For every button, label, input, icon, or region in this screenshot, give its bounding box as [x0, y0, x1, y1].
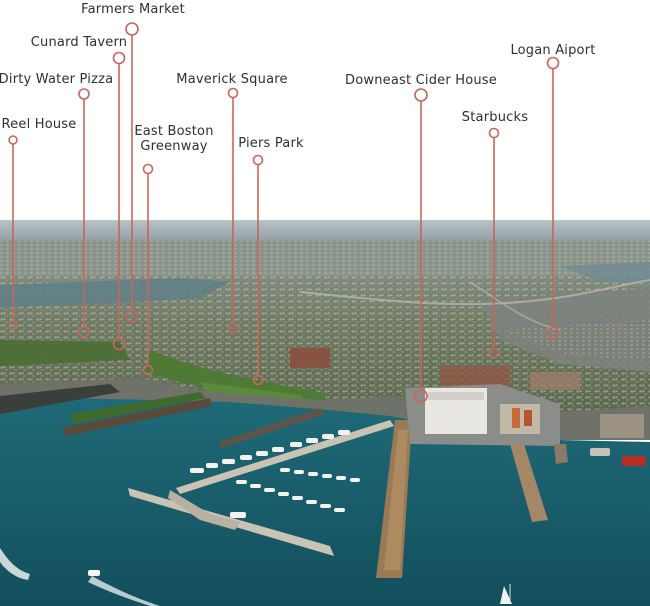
boat-wake-left: [0, 548, 30, 580]
pin-starbucks[interactable]: [488, 127, 500, 359]
left-pier: [0, 384, 120, 414]
pin-head-dirty-water-pizza: [78, 88, 90, 100]
label-east-boston-greenway[interactable]: East Boston Greenway: [134, 124, 214, 154]
boat-wake-bottom: [88, 576, 160, 606]
shipyard: [405, 384, 644, 446]
pin-anchor-reel-house: [8, 320, 18, 330]
label-reel-house[interactable]: Reel House: [1, 117, 77, 132]
label-farmers-market[interactable]: Farmers Market: [81, 2, 185, 17]
greenway-park: [145, 350, 330, 402]
pin-head-east-boston-greenway: [142, 163, 154, 175]
label-cunard-tavern[interactable]: Cunard Tavern: [30, 35, 128, 50]
pin-anchor-maverick-square: [227, 322, 239, 334]
label-starbucks[interactable]: Starbucks: [461, 110, 529, 125]
pin-head-cunard-tavern: [112, 51, 126, 65]
distant-channel: [0, 278, 230, 308]
pin-anchor-starbucks: [488, 347, 500, 359]
label-downeast-cider-house[interactable]: Downeast Cider House: [345, 73, 497, 88]
pin-anchor-piers-park: [252, 374, 264, 386]
label-logan-airport[interactable]: Logan Aiport: [510, 43, 596, 58]
pin-head-maverick-square: [227, 87, 239, 99]
pin-east-boston-greenway[interactable]: [142, 163, 154, 376]
harbor-water: [0, 398, 650, 606]
pin-maverick-square[interactable]: [227, 87, 239, 334]
pin-anchor-logan-airport: [546, 326, 560, 340]
pin-head-downeast-cider-house: [414, 88, 428, 102]
pin-reel-house[interactable]: [8, 135, 18, 330]
label-dirty-water-pizza[interactable]: Dirty Water Pizza: [0, 72, 114, 87]
label-piers-park[interactable]: Piers Park: [238, 136, 304, 151]
pin-anchor-downeast-cider-house: [414, 389, 428, 403]
pin-head-farmers-market: [125, 22, 139, 36]
pin-head-logan-airport: [546, 56, 560, 70]
middle-pier: [218, 408, 326, 448]
pin-farmers-market[interactable]: [125, 22, 139, 323]
pin-downeast-cider-house[interactable]: [414, 88, 428, 403]
pins-layer: [8, 22, 560, 403]
pin-anchor-farmers-market: [125, 309, 139, 323]
pin-head-reel-house: [8, 135, 18, 145]
pin-anchor-east-boston-greenway: [142, 364, 154, 376]
sailboat: [500, 586, 512, 604]
sky: [0, 220, 650, 242]
pin-anchor-cunard-tavern: [112, 337, 126, 351]
marina: [128, 420, 394, 556]
pin-piers-park[interactable]: [252, 154, 264, 386]
pin-cunard-tavern[interactable]: [112, 51, 126, 351]
pin-head-piers-park: [252, 154, 264, 166]
pin-anchor-dirty-water-pizza: [78, 326, 90, 338]
pin-dirty-water-pizza[interactable]: [78, 88, 90, 338]
pin-head-starbucks: [488, 127, 500, 139]
label-maverick-square[interactable]: Maverick Square: [176, 72, 288, 87]
pin-logan-airport[interactable]: [546, 56, 560, 340]
right-pier: [510, 444, 548, 522]
